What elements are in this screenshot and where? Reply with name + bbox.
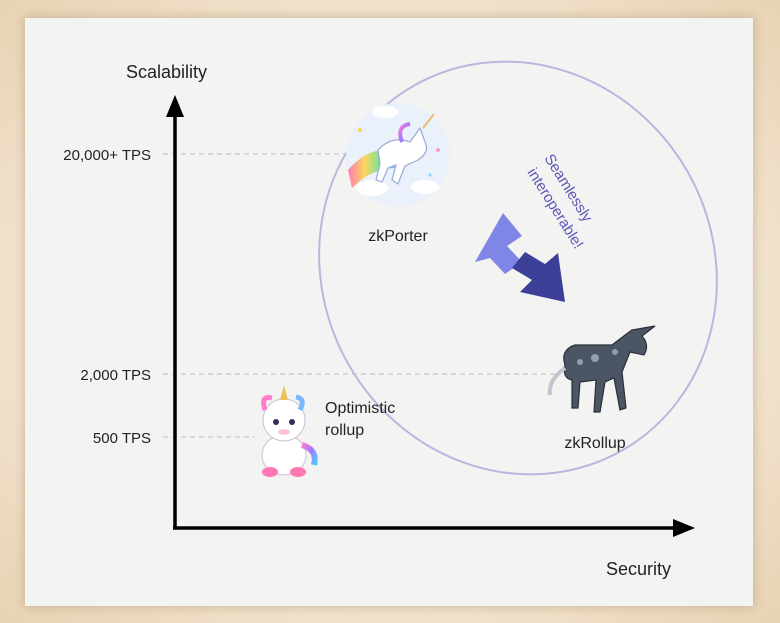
tick-label-500: 500 TPS — [93, 430, 151, 447]
baby-unicorn-icon — [261, 385, 318, 477]
tick-label-20000: 20,000+ TPS — [63, 147, 151, 164]
tick-label-2000: 2,000 TPS — [80, 367, 151, 384]
zkrollup-label: zkRollup — [564, 435, 625, 452]
optimistic-label-line-1: Optimistic — [325, 400, 395, 417]
zkporter-label: zkPorter — [368, 228, 428, 245]
rainbow-unicorn-icon — [346, 103, 450, 207]
bidirectional-arrows-icon — [475, 213, 565, 302]
x-axis-title: Security — [606, 559, 671, 579]
x-axis-arrowhead — [673, 519, 695, 537]
y-axis-title: Scalability — [126, 62, 207, 82]
robot-unicorn-icon — [547, 325, 656, 413]
y-axis-arrowhead — [166, 95, 184, 117]
optimistic-label-line-2: rollup — [325, 422, 364, 439]
interoperability-ellipse — [318, 60, 718, 476]
